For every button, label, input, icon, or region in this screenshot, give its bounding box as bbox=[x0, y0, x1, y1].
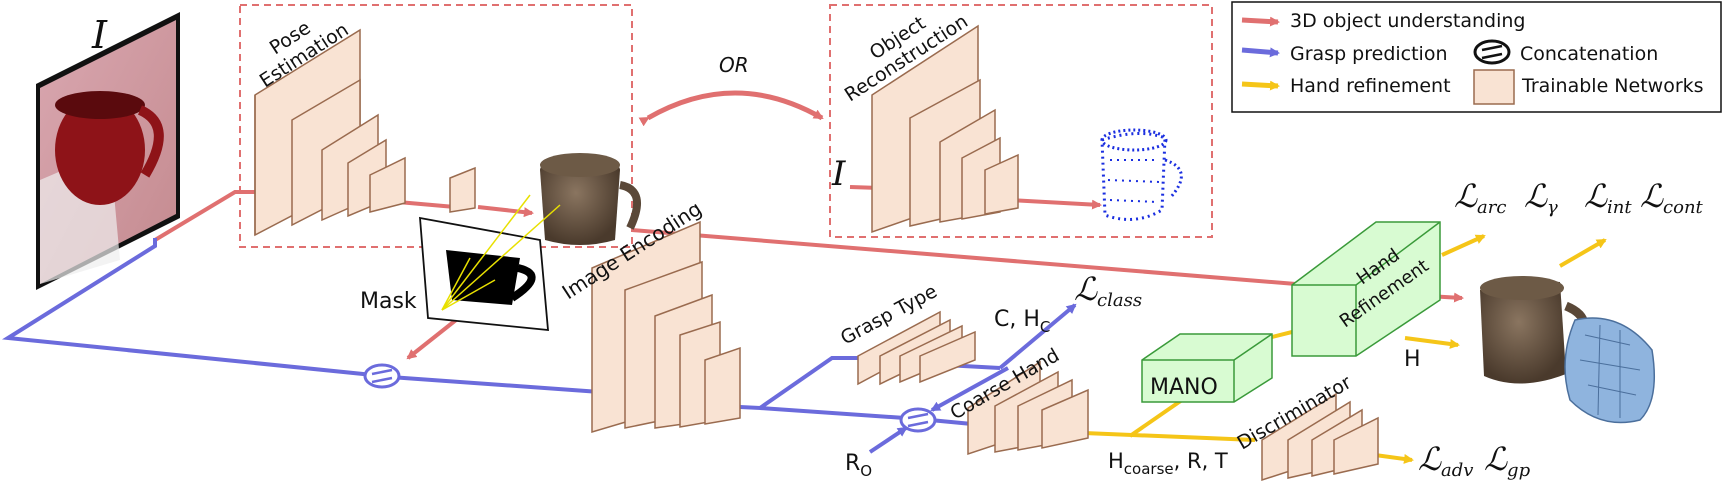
output-mug-hand bbox=[1480, 276, 1655, 424]
loss-arc: ℒarc bbox=[1454, 177, 1506, 218]
h-label: H bbox=[1404, 347, 1421, 372]
yellow-line-to-mano bbox=[1128, 398, 1184, 438]
legend-item-concatenation: Concatenation bbox=[1520, 43, 1658, 65]
mano-label: MANO bbox=[1150, 375, 1218, 400]
concatenation-icon bbox=[899, 407, 937, 433]
blue-line-concat2-to-coarse bbox=[929, 418, 973, 426]
object-reconstruction-box bbox=[829, 4, 1213, 238]
hcoarse-label: Hcoarse, R, T bbox=[1108, 449, 1228, 478]
legend-item-hand-refinement: Hand refinement bbox=[1290, 75, 1451, 97]
hand-refinement-block bbox=[1291, 221, 1441, 357]
red-line-image-to-pose bbox=[153, 190, 255, 242]
point-cloud-icon bbox=[1100, 128, 1183, 221]
mask-label: Mask bbox=[360, 289, 417, 314]
c-hc-label: C, HC bbox=[994, 307, 1050, 336]
mask-panel bbox=[419, 194, 561, 332]
yellow-arrow-icon bbox=[1241, 80, 1280, 91]
mano-block bbox=[1141, 333, 1273, 403]
yellow-line-coarse-to-disc bbox=[1059, 430, 1256, 442]
red-line-pose-to-block bbox=[397, 200, 456, 209]
mug-object-icon bbox=[540, 153, 642, 245]
yellow-arrow-refine-to-loss bbox=[1441, 234, 1486, 257]
blue-arrow-icon bbox=[1241, 47, 1280, 58]
coarse-hand-network bbox=[967, 360, 1089, 456]
pose-estimation-network bbox=[254, 28, 476, 237]
blue-arrow-c-to-concat2 bbox=[930, 366, 1009, 412]
legend: 3D object understanding Grasp prediction… bbox=[1231, 1, 1722, 113]
discriminator-network bbox=[1261, 392, 1379, 482]
image-symbol: I bbox=[91, 13, 108, 57]
red-arrow-to-mug bbox=[477, 205, 534, 218]
blue-line-image-to-concat bbox=[1, 238, 374, 377]
yellow-arrow-disc-to-loss bbox=[1374, 453, 1414, 464]
image-encoding-network bbox=[591, 220, 741, 434]
or-double-arrow bbox=[638, 90, 824, 127]
concatenation-icon bbox=[1473, 39, 1511, 65]
red-arrow-recon-out bbox=[1009, 198, 1102, 210]
blue-line-concat-to-encoder bbox=[389, 375, 601, 394]
loss-gamma: ℒγ bbox=[1524, 177, 1558, 218]
image-symbol-2: I bbox=[831, 154, 846, 194]
blue-arrow-r0 bbox=[868, 426, 908, 454]
grasp-type-network bbox=[857, 310, 976, 386]
input-image bbox=[36, 12, 180, 290]
red-arrow-to-mask bbox=[406, 318, 458, 360]
legend-item-grasp-prediction: Grasp prediction bbox=[1290, 43, 1448, 65]
legend-item-trainable-networks: Trainable Networks bbox=[1521, 75, 1704, 97]
object-reconstruction-network bbox=[871, 24, 1019, 234]
loss-adv: ℒadv bbox=[1418, 440, 1473, 481]
loss-cont: ℒcont bbox=[1640, 177, 1704, 218]
blue-arrow-grasp-to-loss bbox=[998, 303, 1077, 370]
legend-item-3d-object-understanding: 3D object understanding bbox=[1290, 10, 1525, 32]
loss-class: ℒclass bbox=[1074, 270, 1142, 311]
red-arrow-icon bbox=[1241, 16, 1280, 27]
yellow-arrow-refine-to-h bbox=[1404, 336, 1460, 349]
yellow-arrow-output-to-loss bbox=[1558, 238, 1607, 268]
loss-gp: ℒgp bbox=[1484, 440, 1531, 481]
blue-line-encoder-to-concat2 bbox=[759, 406, 906, 420]
loss-int: ℒint bbox=[1584, 177, 1632, 218]
or-label: OR bbox=[719, 53, 749, 77]
red-line-to-refinement bbox=[631, 228, 1297, 286]
trainable-network-icon bbox=[1473, 69, 1515, 105]
r0-label: RO bbox=[845, 451, 872, 480]
concatenation-icon bbox=[363, 363, 401, 389]
